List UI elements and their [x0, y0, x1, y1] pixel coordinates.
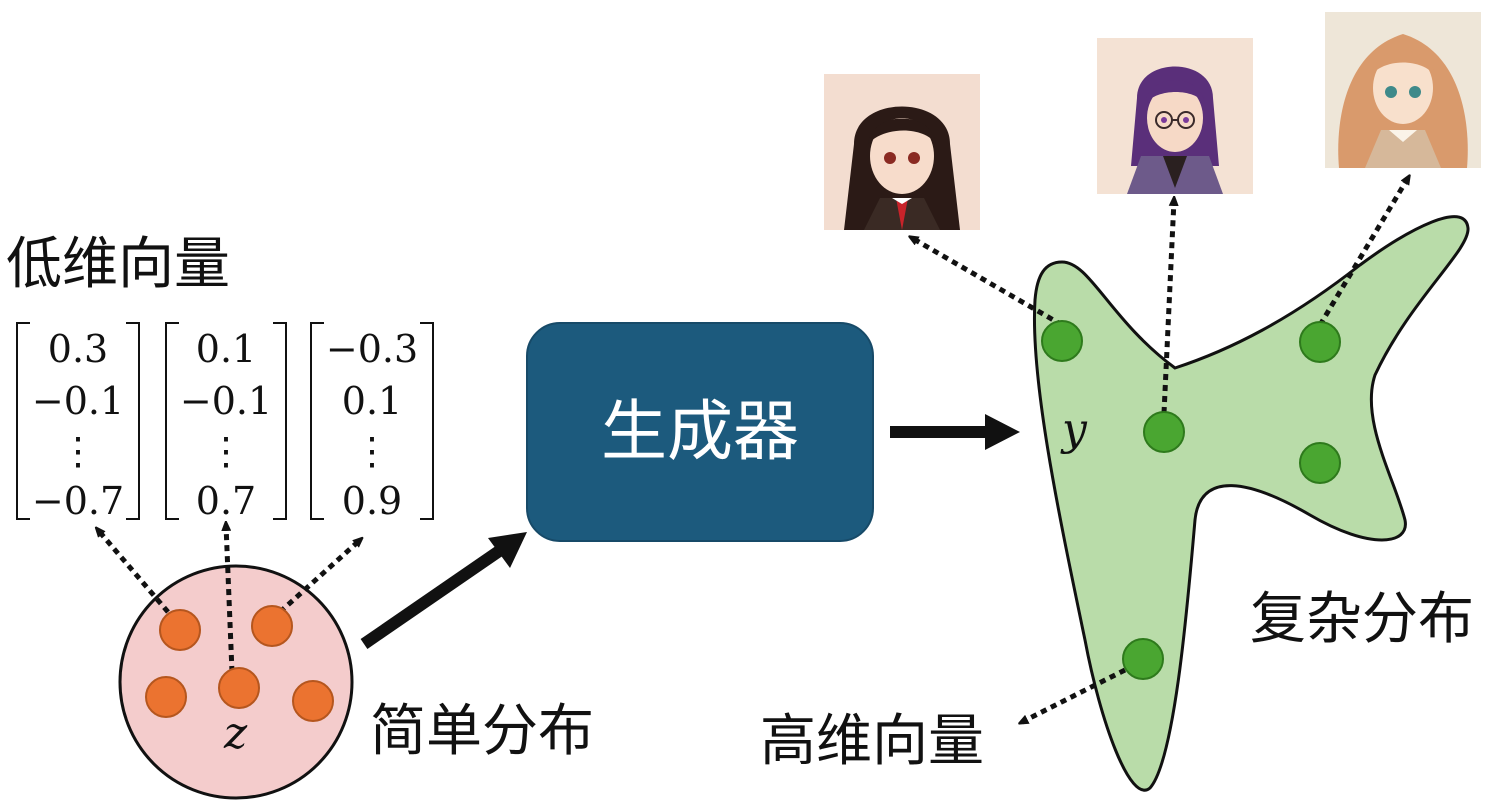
dotted-arrow-vec1	[98, 530, 170, 614]
dotted-arrow-vec3	[278, 540, 360, 614]
arrow-to-generator-head	[488, 532, 527, 568]
green-dot	[1299, 321, 1341, 363]
y-variable-label: y	[1062, 404, 1087, 455]
dotted-arrow-high-dim	[1022, 667, 1127, 722]
vector-value: 0.1	[195, 327, 257, 371]
green-dot	[1143, 411, 1185, 453]
dotted-arrow-vec2	[226, 525, 235, 673]
vector-ellipsis: ⋮	[207, 429, 245, 473]
vector-value: 0.7	[195, 479, 257, 523]
high-dim-vector-label: 高维向量	[760, 709, 984, 774]
vector-value: −0.1	[179, 379, 273, 423]
complex-distribution-label: 复杂分布	[1250, 587, 1474, 652]
simple-distribution-label: 简单分布	[370, 699, 594, 764]
vector-1: 0.3 −0.1 ⋮ −0.7	[16, 322, 140, 523]
orange-dot	[218, 667, 260, 709]
green-dot	[1299, 442, 1341, 484]
dotted-arrow-avatar2	[1161, 200, 1174, 414]
anime-girl-dark-hair-icon	[824, 74, 980, 230]
orange-dot	[251, 605, 293, 647]
vector-value: −0.7	[31, 479, 125, 523]
anime-girl-purple-hair-glasses-icon	[1097, 38, 1253, 194]
low-dim-vector-label: 低维向量	[6, 232, 230, 297]
orange-dot	[159, 609, 201, 651]
vector-2: 0.1 −0.1 ⋮ 0.7	[165, 322, 287, 523]
arrow-to-distribution-head	[985, 414, 1020, 450]
vector-3: −0.3 0.1 ⋮ 0.9	[310, 322, 434, 523]
generator-box: 生成器	[526, 322, 874, 542]
green-dot	[1041, 320, 1083, 362]
vector-value: −0.3	[325, 327, 419, 371]
vector-ellipsis: ⋮	[59, 429, 97, 473]
orange-dot	[145, 676, 187, 718]
vector-value: 0.1	[341, 379, 403, 423]
anime-girl-blonde-wavy-hair-icon	[1325, 12, 1481, 168]
generator-label: 生成器	[601, 393, 799, 470]
arrow-to-generator	[360, 542, 509, 649]
vector-value: −0.1	[31, 379, 125, 423]
vector-value: 0.9	[341, 479, 403, 523]
dotted-arrow-avatar1	[912, 238, 1064, 328]
vector-value: 0.3	[47, 327, 109, 371]
vector-ellipsis: ⋮	[353, 429, 391, 473]
complex-distribution-blob	[1032, 215, 1470, 792]
green-dot	[1122, 638, 1164, 680]
z-variable-label: z	[224, 708, 248, 759]
orange-dot	[292, 680, 334, 722]
